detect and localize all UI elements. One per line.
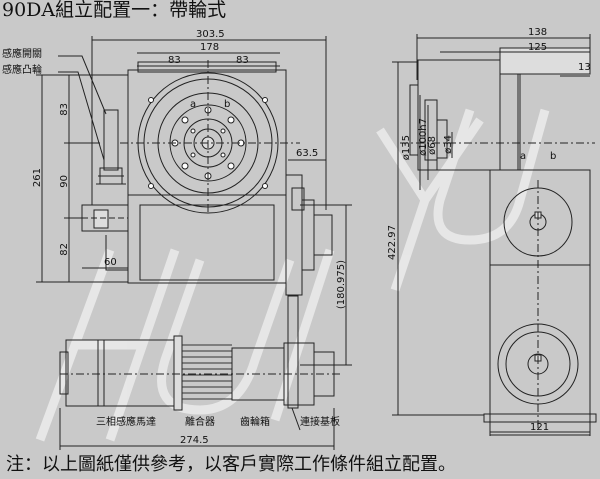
dim-121: 121 [530, 422, 550, 433]
dim-422-97: 422.97 [387, 225, 398, 260]
label-sensor-switch: 感應開關 [2, 49, 42, 60]
dim-60: 60 [104, 257, 117, 268]
dim-83-a: 83 [168, 55, 181, 66]
page-title: 90DA組立配置一：帶輪式 [2, 0, 227, 21]
watermark-logo [35, 108, 550, 442]
dim-82: 82 [59, 243, 70, 256]
dim-83-b: 83 [236, 55, 249, 66]
base-plate [287, 295, 299, 409]
dim-125: 125 [528, 42, 548, 53]
dim-178: 178 [200, 42, 220, 53]
sensor-switch [103, 109, 119, 171]
dim-68: ø68 [427, 136, 438, 155]
label-a-right: a [520, 151, 527, 162]
dim-83-v: 83 [59, 103, 70, 116]
dim-63-5: 63.5 [296, 148, 319, 159]
label-b-left: b [224, 99, 231, 110]
label-a-left: a [190, 99, 197, 110]
label-motor: 三相感應馬達 [96, 417, 156, 428]
footnote: 注：以上圖紙僅供參考，以客戶實際工作條件組立配置。 [6, 454, 456, 475]
label-base-plate: 連接基板 [300, 417, 340, 428]
label-gearbox: 齒輪箱 [240, 417, 270, 428]
dim-138: 138 [528, 27, 548, 38]
dim-261: 261 [32, 168, 43, 188]
dim-274-5: 274.5 [180, 435, 209, 446]
label-sensor-cam: 感應凸輪 [2, 65, 42, 76]
dim-34: ø34 [443, 135, 454, 154]
label-clutch: 離合器 [185, 417, 215, 428]
label-b-right: b [550, 151, 557, 162]
dim-303-5: 303.5 [196, 29, 225, 40]
dim-180-975: (180.975) [336, 260, 347, 310]
dim-90: 90 [59, 175, 70, 188]
dim-13: 13 [578, 62, 591, 73]
dim-135: ø135 [401, 135, 412, 161]
